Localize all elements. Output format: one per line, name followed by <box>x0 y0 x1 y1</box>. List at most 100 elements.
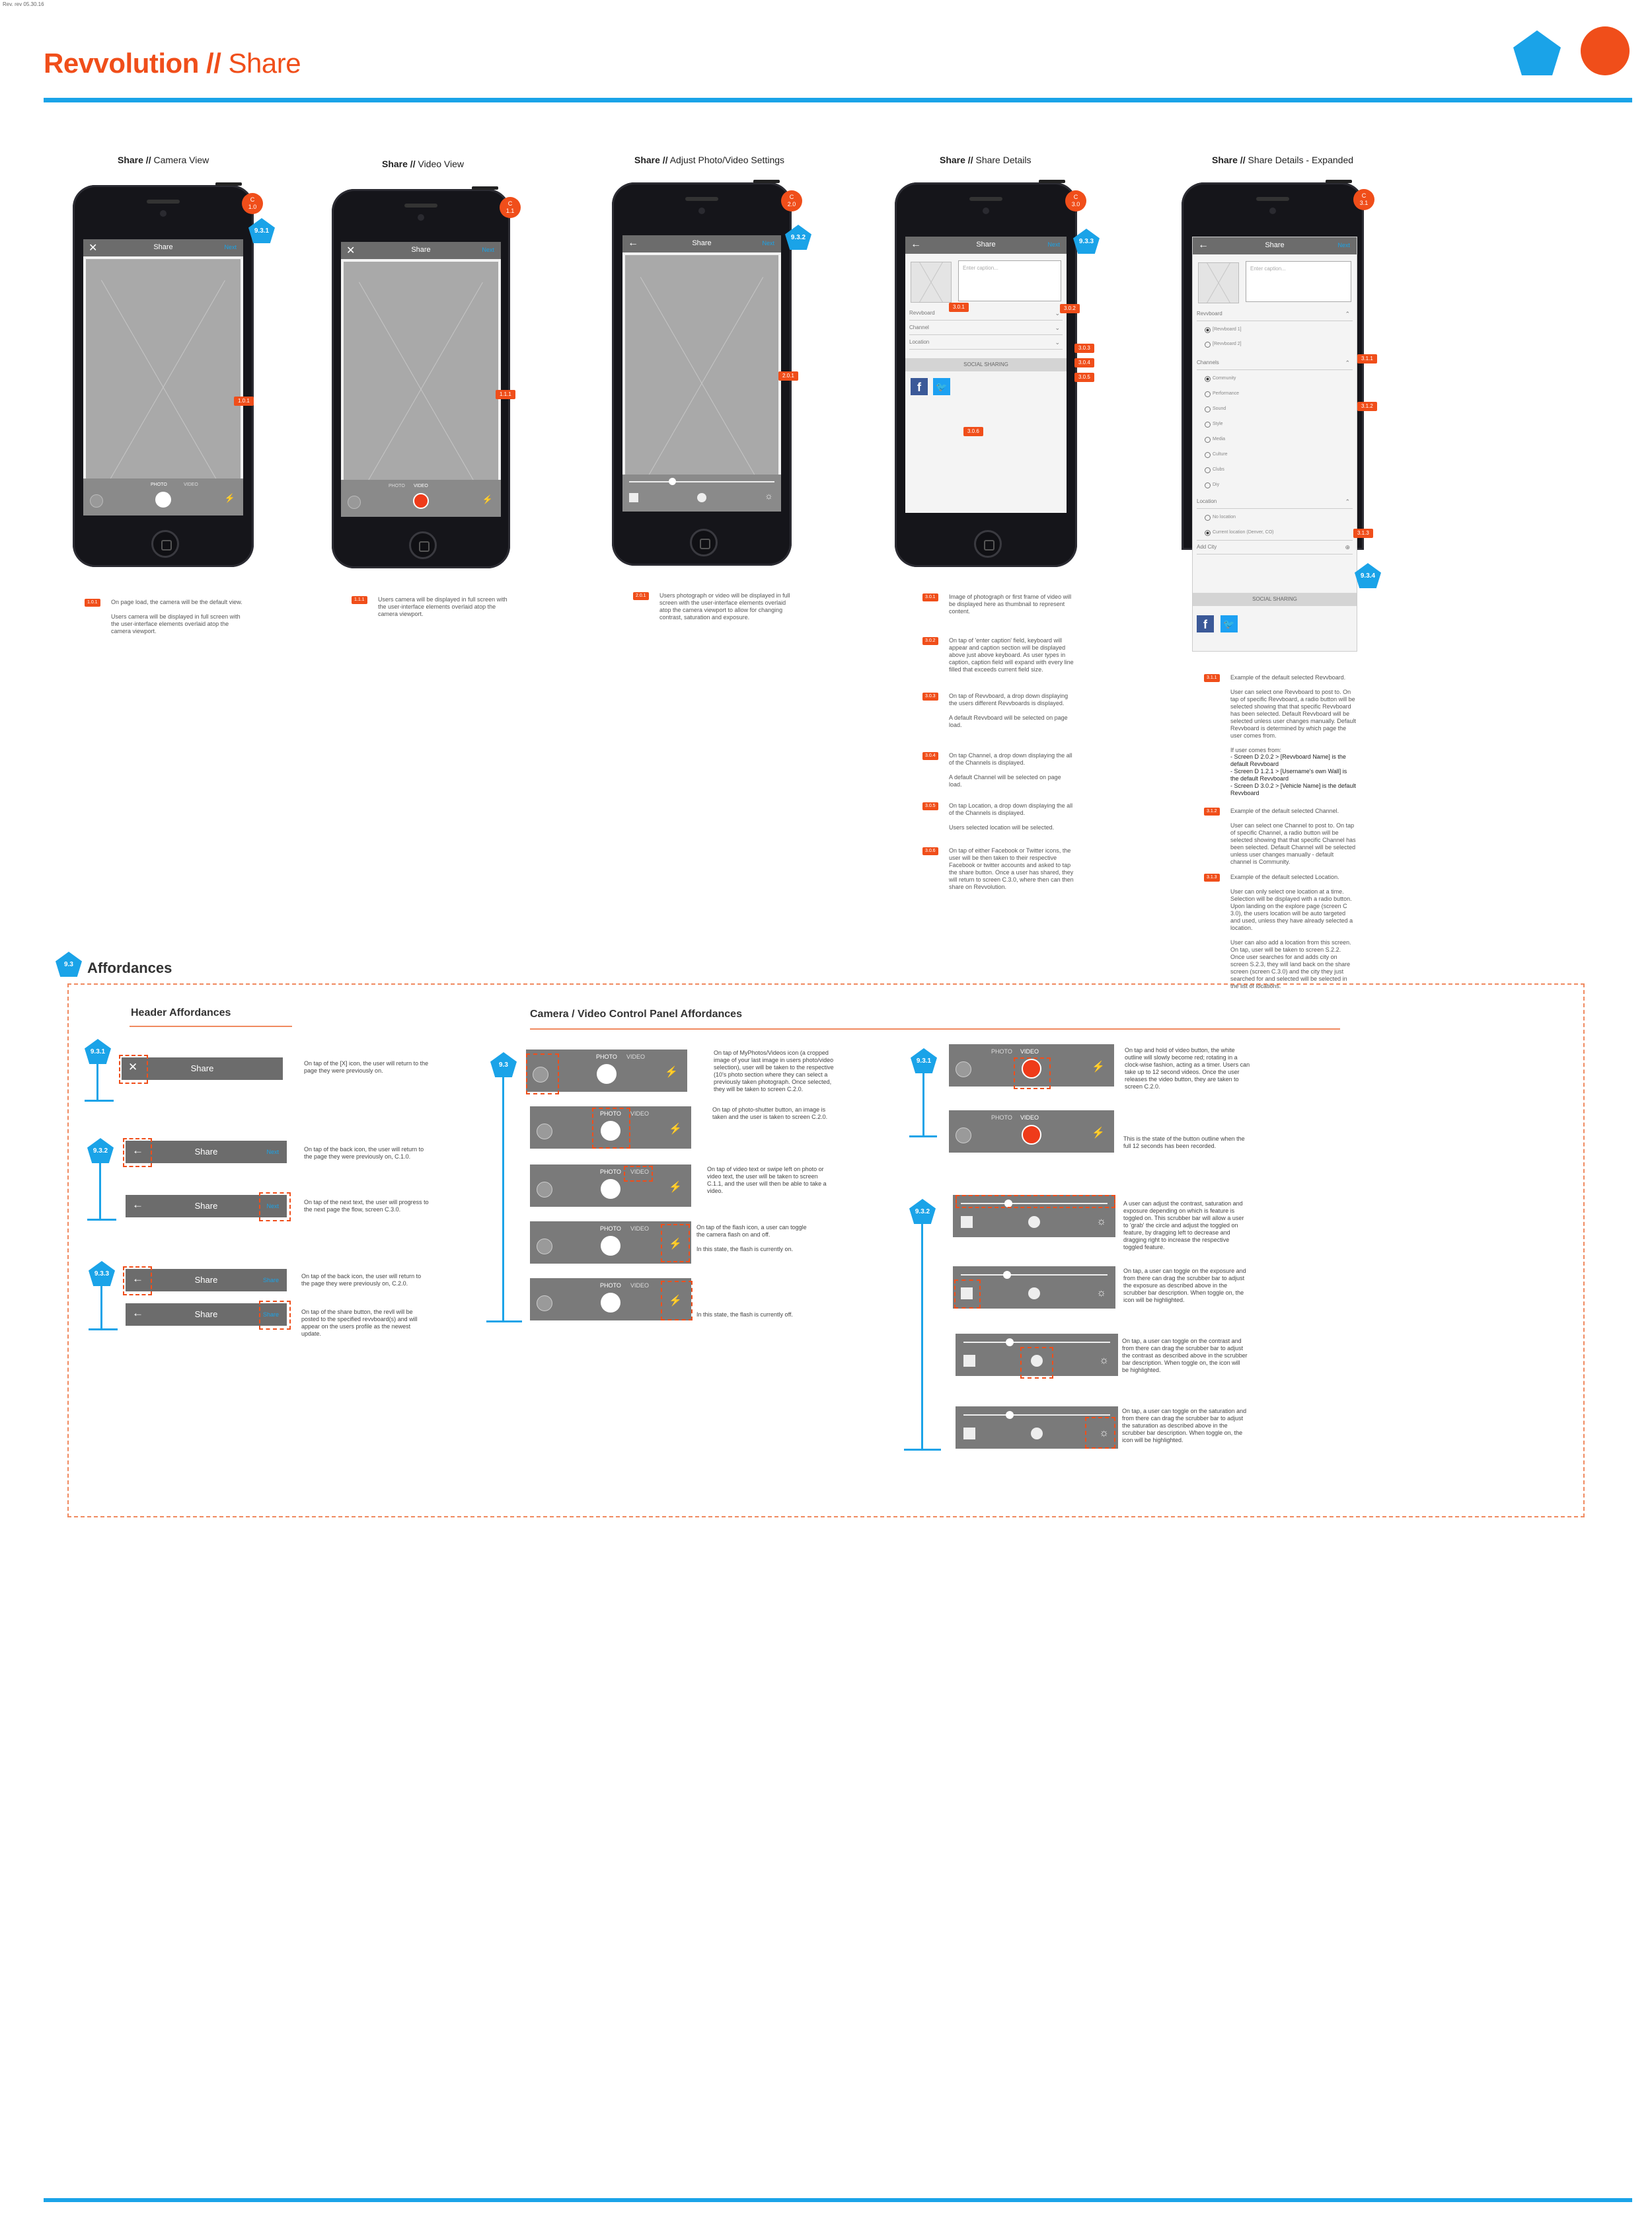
back-arrow-icon[interactable]: ← <box>132 1307 143 1319</box>
back-arrow-icon[interactable]: ← <box>132 1198 143 1211</box>
flash-icon[interactable]: ⚡ <box>482 494 493 504</box>
channel-dropdown[interactable]: Channel⌄ <box>909 321 1063 335</box>
video-record-button[interactable] <box>413 493 429 509</box>
contrast-icon[interactable] <box>697 493 706 502</box>
channel-option[interactable]: Sound <box>1204 406 1226 412</box>
caption-input[interactable]: Enter caption... <box>1246 261 1351 302</box>
contrast-icon[interactable] <box>1028 1216 1040 1228</box>
flash-icon[interactable]: ⚡ <box>1092 1127 1105 1139</box>
next-link[interactable]: Next <box>224 244 237 250</box>
revvboard-option-1[interactable]: [Revvboard 1] <box>1205 327 1242 333</box>
saturation-icon[interactable]: ☼ <box>1096 1216 1106 1227</box>
contrast-icon[interactable] <box>1028 1287 1040 1299</box>
channels-header[interactable]: Channels⌃ <box>1197 356 1353 370</box>
saturation-icon[interactable]: ☼ <box>1099 1428 1109 1439</box>
saturation-icon[interactable]: ☼ <box>1096 1287 1106 1299</box>
scrubber-track[interactable] <box>629 481 774 482</box>
back-arrow-icon[interactable]: ← <box>628 237 638 248</box>
scrubber-knob[interactable] <box>1006 1411 1014 1419</box>
flash-on-icon[interactable]: ⚡ <box>669 1239 682 1250</box>
photo-shutter-button[interactable] <box>601 1121 620 1141</box>
back-arrow-icon[interactable]: ← <box>132 1272 143 1285</box>
video-mode-label[interactable]: VIDEO <box>414 484 428 488</box>
channel-option[interactable]: Media <box>1204 437 1226 443</box>
gallery-thumbnail-icon[interactable] <box>537 1295 552 1311</box>
photo-mode-label[interactable]: PHOTO <box>151 482 167 487</box>
saturation-icon[interactable]: ☼ <box>1099 1355 1109 1366</box>
location-option[interactable]: No location <box>1204 515 1236 521</box>
close-icon[interactable]: ✕ <box>346 245 356 256</box>
channel-option[interactable]: Clubs <box>1205 467 1224 473</box>
caption-input[interactable]: Enter caption... <box>958 260 1061 301</box>
exposure-icon[interactable] <box>963 1428 975 1439</box>
photo-shutter-button[interactable] <box>601 1293 620 1313</box>
facebook-icon[interactable]: f <box>1197 615 1214 632</box>
scrubber-knob[interactable] <box>1006 1338 1014 1346</box>
location-option[interactable]: Current location (Denver, CO) <box>1205 530 1274 536</box>
saturation-icon[interactable]: ☼ <box>765 490 773 501</box>
photo-shutter-button[interactable] <box>601 1236 620 1256</box>
revvboard-option-2[interactable]: [Revvboard 2] <box>1205 342 1242 348</box>
gallery-thumbnail-icon[interactable] <box>90 494 103 508</box>
channel-option[interactable]: Diy <box>1204 482 1220 488</box>
location-dropdown[interactable]: Location⌄ <box>909 336 1063 350</box>
back-arrow-icon[interactable]: ← <box>1198 239 1209 250</box>
exposure-icon[interactable] <box>629 493 638 502</box>
screen-badge-c11: C 1.1 <box>500 197 521 218</box>
photo-shutter-button[interactable] <box>601 1179 620 1199</box>
gallery-thumbnail-icon[interactable] <box>537 1124 552 1139</box>
photo-shutter-button[interactable] <box>155 492 171 508</box>
exposure-icon[interactable] <box>961 1216 973 1228</box>
scrubber-knob[interactable] <box>669 478 676 485</box>
flash-icon[interactable]: ⚡ <box>224 493 235 503</box>
gallery-thumbnail-icon[interactable] <box>956 1127 971 1143</box>
share-link[interactable]: Share <box>262 1311 279 1318</box>
location-header[interactable]: Location⌃ <box>1197 495 1353 509</box>
gallery-thumbnail-icon[interactable] <box>348 496 361 509</box>
flash-icon[interactable]: ⚡ <box>669 1124 682 1135</box>
channel-option[interactable]: Community <box>1204 376 1236 382</box>
scrubber-track[interactable] <box>961 1203 1108 1204</box>
gallery-thumbnail-icon[interactable] <box>533 1067 548 1083</box>
photo-mode-label[interactable]: PHOTO <box>389 484 405 488</box>
flash-icon[interactable]: ⚡ <box>669 1182 682 1193</box>
facebook-icon[interactable]: f <box>911 378 928 395</box>
scrubber-knob[interactable] <box>1004 1200 1012 1207</box>
share-link[interactable]: Next <box>1047 241 1060 248</box>
scrubber-track[interactable] <box>963 1342 1110 1343</box>
twitter-icon[interactable]: 🐦 <box>1220 615 1238 632</box>
scrubber-knob[interactable] <box>1003 1271 1011 1279</box>
close-icon[interactable]: ✕ <box>128 1061 138 1073</box>
flash-icon[interactable]: ⚡ <box>665 1067 678 1078</box>
gallery-thumbnail-icon[interactable] <box>537 1239 552 1254</box>
scrubber-track[interactable] <box>963 1414 1110 1416</box>
exposure-icon[interactable] <box>961 1287 973 1299</box>
flash-off-icon[interactable]: ⚡ <box>669 1295 682 1307</box>
contrast-icon[interactable] <box>1031 1355 1043 1367</box>
exposure-icon[interactable] <box>963 1355 975 1367</box>
share-link[interactable]: Next <box>1337 242 1350 248</box>
video-mode-label[interactable]: VIDEO <box>184 482 198 487</box>
channel-option[interactable]: Culture <box>1205 452 1228 458</box>
annotation-101: 1.0.1 <box>234 397 254 406</box>
twitter-icon[interactable]: 🐦 <box>933 378 950 395</box>
back-arrow-icon[interactable]: ← <box>911 239 921 250</box>
channel-option[interactable]: Performance <box>1204 391 1240 397</box>
share-link[interactable]: Share <box>262 1277 279 1283</box>
add-city-row[interactable]: Add City⊕ <box>1197 540 1353 554</box>
photo-shutter-button[interactable] <box>597 1064 617 1084</box>
contrast-icon[interactable] <box>1031 1428 1043 1439</box>
scrubber-track[interactable] <box>961 1274 1108 1276</box>
channel-option[interactable]: Style <box>1205 422 1223 428</box>
revvboard-header[interactable]: Revvboard⌃ <box>1197 307 1353 321</box>
back-arrow-icon[interactable]: ← <box>132 1144 143 1157</box>
next-link[interactable]: Next <box>266 1203 279 1209</box>
gallery-thumbnail-icon[interactable] <box>956 1061 971 1077</box>
revvboard-dropdown[interactable]: Revvboard⌄ <box>909 307 1063 321</box>
video-record-button[interactable] <box>1022 1125 1041 1145</box>
flash-icon[interactable]: ⚡ <box>1092 1061 1105 1073</box>
next-link[interactable]: Next <box>266 1149 279 1155</box>
gallery-thumbnail-icon[interactable] <box>537 1182 552 1198</box>
video-record-button[interactable] <box>1022 1059 1041 1079</box>
close-icon[interactable]: ✕ <box>89 243 98 254</box>
